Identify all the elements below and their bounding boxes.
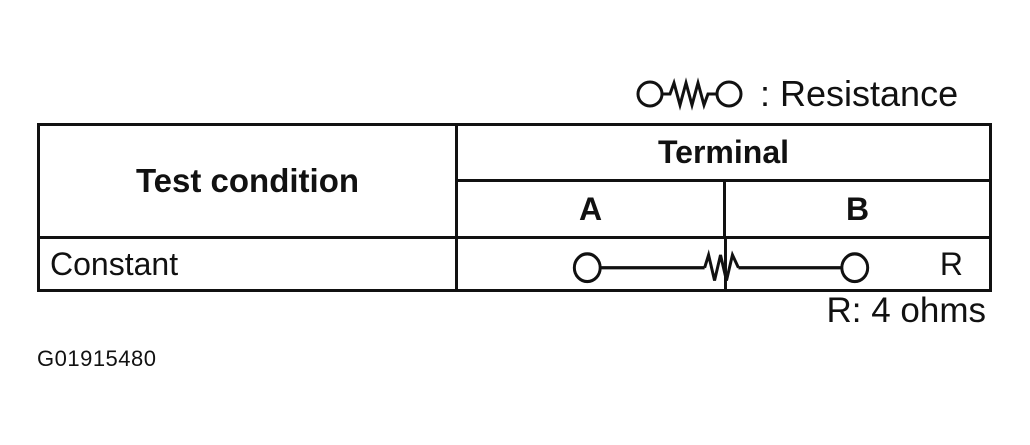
- test-condition-cell: Constant: [37, 236, 458, 292]
- connection-cell: R: [455, 236, 992, 292]
- resistance-note: R: 4 ohms: [826, 291, 987, 330]
- resistance-symbol-icon: [636, 77, 743, 111]
- test-table: Test condition Terminal A B Constant R: [37, 123, 992, 292]
- continuity-diagram: [572, 239, 870, 289]
- legend-label: : Resistance: [760, 73, 959, 114]
- terminal-a-header: A: [455, 179, 726, 239]
- terminal-header-row: A B: [39, 179, 992, 239]
- header-terminal: Terminal: [455, 123, 992, 182]
- table-row: Constant R: [37, 236, 992, 292]
- figure-id: G01915480: [37, 346, 157, 371]
- resistor-icon: [703, 249, 740, 281]
- resistance-mark: R: [939, 246, 963, 282]
- header-test-condition: Test condition: [37, 123, 458, 239]
- terminal-b-node-icon: [840, 252, 870, 284]
- terminal-b-header: B: [723, 179, 992, 239]
- legend: : Resistance: [636, 72, 958, 116]
- header-row: Test condition Terminal: [37, 123, 992, 239]
- terminal-a-node-icon: [572, 252, 602, 284]
